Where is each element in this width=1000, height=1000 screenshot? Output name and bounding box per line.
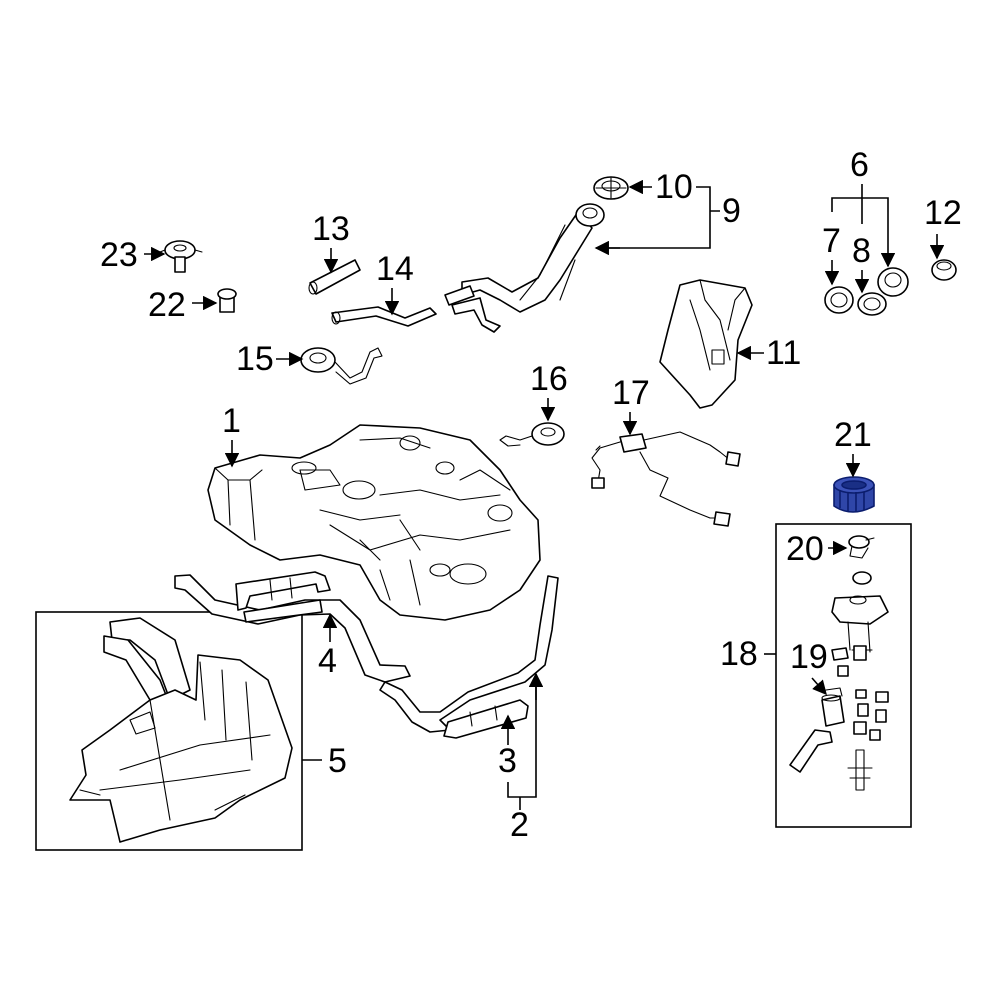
part-10-filler-cap[interactable]	[593, 176, 629, 200]
pump-assembly-box	[775, 523, 912, 828]
part-4-tank-strap[interactable]	[174, 571, 411, 683]
callout-5: 5	[328, 742, 347, 780]
callout-13: 13	[312, 210, 350, 248]
part-23-check-valve[interactable]	[159, 240, 203, 273]
part-21-lock-ring[interactable]	[833, 476, 875, 513]
part-13-tube[interactable]	[308, 259, 361, 295]
leader-9	[600, 186, 720, 249]
callout-18: 18	[720, 635, 758, 673]
callout-15: 15	[236, 340, 274, 378]
part-20-pressure-regulator[interactable]	[848, 535, 875, 559]
callout-7: 7	[822, 222, 841, 260]
callout-4: 4	[318, 642, 337, 680]
callout-12: 12	[924, 194, 962, 232]
callout-1: 1	[222, 402, 241, 440]
callout-17: 17	[612, 374, 650, 412]
callout-22: 22	[148, 286, 186, 324]
callout-6: 6	[850, 146, 869, 184]
callout-14: 14	[376, 250, 414, 288]
callout-20: 20	[786, 530, 824, 568]
callout-9: 9	[722, 192, 741, 230]
callout-3: 3	[498, 742, 517, 780]
part-18-pump-assembly[interactable]	[789, 571, 889, 791]
part-1-fuel-tank[interactable]	[207, 424, 541, 621]
part-12-plug[interactable]	[931, 259, 957, 281]
part-6-grommet-set[interactable]	[877, 267, 909, 297]
part-19-fuel-pump[interactable]	[821, 687, 845, 727]
leader-19	[811, 677, 827, 696]
part-22-valve[interactable]	[217, 288, 237, 313]
heat-shield-box	[35, 611, 303, 851]
callout-21: 21	[834, 416, 872, 454]
part-17-harness[interactable]	[591, 431, 741, 527]
part-5-heat-shield[interactable]	[69, 617, 293, 843]
part-14-hose[interactable]	[331, 306, 437, 327]
part-16-sensor[interactable]	[499, 422, 565, 447]
part-15-sender[interactable]	[300, 347, 383, 385]
callout-23: 23	[100, 236, 138, 274]
part-8-grommet[interactable]	[857, 292, 887, 316]
callout-11: 11	[766, 334, 801, 372]
callout-2: 2	[510, 806, 529, 844]
callout-19: 19	[790, 638, 828, 676]
part-9-filler-neck[interactable]	[444, 203, 605, 333]
leader-2	[507, 676, 537, 810]
part-7-grommet[interactable]	[824, 286, 854, 314]
callout-10: 10	[655, 168, 693, 206]
part-2-tank-strap[interactable]	[379, 575, 559, 739]
callout-16: 16	[530, 360, 568, 398]
leader-6	[831, 184, 889, 224]
callout-8: 8	[852, 232, 871, 270]
part-11-protector[interactable]	[659, 279, 753, 409]
